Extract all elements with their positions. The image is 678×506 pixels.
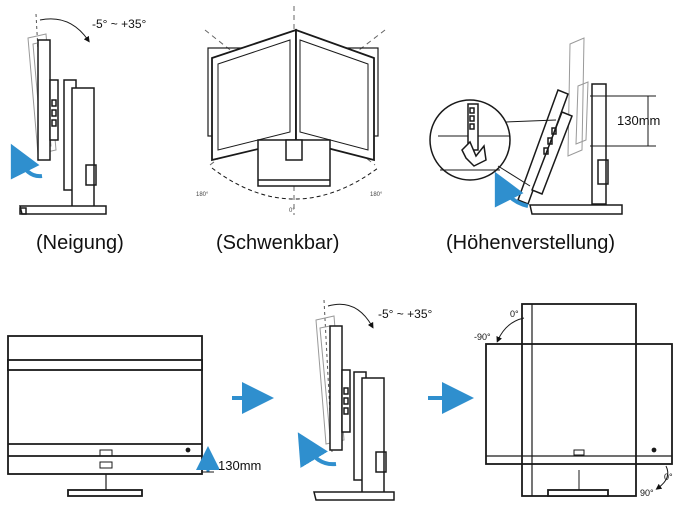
tilt-stand [19,79,107,215]
tilt-angle-top: -5° ~ +35° [92,17,147,31]
tilt-angle-bottom: -5° ~ +35° [378,307,433,321]
swivel-figure [204,6,386,215]
tilt-figure-bottom [297,299,395,501]
caption-tilt: (Neigung) [36,232,124,254]
swivel-angle-center: 0° [289,208,295,214]
swivel-angle-right: 180° [370,192,383,198]
pivot-angle-bottom-pos: 90° [640,488,654,498]
pivot-angle-bottom-zero: 0° [664,472,673,482]
height-figure [429,37,656,215]
height-measurement-bottom: 130mm [218,458,261,473]
pivot-angle-top-neg: -90° [474,332,491,342]
swivel-angle-left: 180° [196,192,209,198]
tilt-figure-top [10,13,107,215]
pivot-angle-top-zero: 0° [510,309,519,319]
height-measurement-top: 130mm [617,113,660,128]
tilt-upright-panel [37,39,59,161]
pivot-figure [485,303,673,497]
caption-height: (Höhenverstellung) [446,232,615,254]
caption-swivel: (Schwenkbar) [216,232,340,254]
front-view-figure [7,335,220,497]
